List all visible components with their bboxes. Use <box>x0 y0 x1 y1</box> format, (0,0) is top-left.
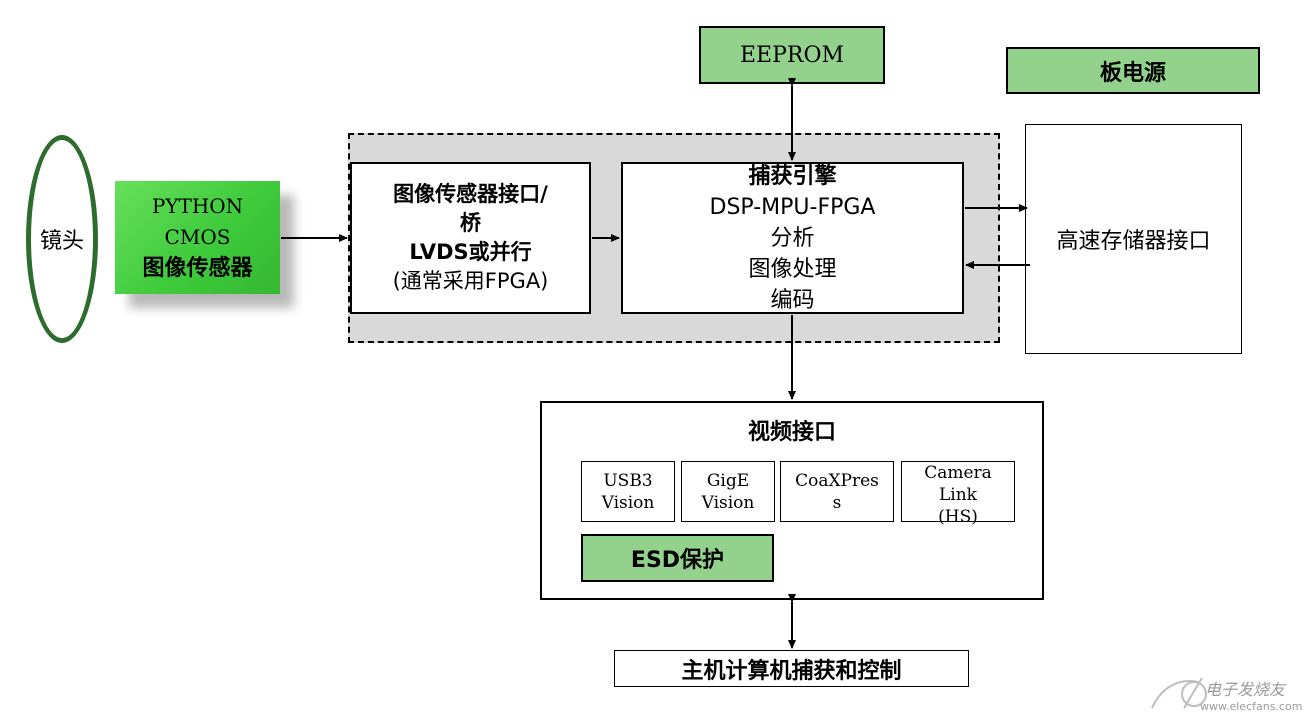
usb3-line-1: USB3 <box>603 470 653 491</box>
camera-link-line-1: Camera <box>924 463 992 483</box>
engine-line-1: 捕获引擎 <box>748 163 837 189</box>
cmos-sensor-block: PYTHON CMOS 图像传感器 <box>115 181 280 294</box>
sensor-line-1: PYTHON <box>151 194 244 218</box>
capture-engine-block: 捕获引擎 DSP-MPU-FPGA 分析 图像处理 编码 <box>621 162 964 314</box>
sensor-interface-line-2: 桥 <box>460 211 481 235</box>
sensor-line-2: CMOS <box>164 225 231 249</box>
camera-link-box: Camera Link (HS) <box>901 461 1015 527</box>
video-interface-title: 视频接口 <box>747 420 836 445</box>
watermark-text: 电子发烧友 <box>1205 680 1286 699</box>
camera-link-line-3: (HS) <box>938 507 978 527</box>
engine-line-4: 图像处理 <box>748 256 837 282</box>
gige-vision-box: GigE Vision <box>681 461 775 522</box>
board-power-block: 板电源 <box>1006 47 1260 94</box>
lens-ellipse: 镜头 <box>26 135 98 343</box>
engine-line-5: 编码 <box>770 287 815 313</box>
esd-label: ESD保护 <box>630 548 725 573</box>
elecfans-logo-icon <box>1151 677 1207 709</box>
storage-interface-label: 高速存储器接口 <box>1056 229 1211 254</box>
camera-link-line-2: Link <box>939 485 977 505</box>
sensor-line-3: 图像传感器 <box>142 256 253 281</box>
host-computer-block: 主机计算机捕获和控制 <box>614 650 969 687</box>
host-label: 主机计算机捕获和控制 <box>681 658 902 684</box>
coaxpress-line-1: CoaXPres <box>795 470 879 491</box>
coaxpress-line-2: s <box>832 492 842 513</box>
storage-interface-block: 高速存储器接口 <box>1025 124 1242 354</box>
engine-line-3: 分析 <box>770 225 815 251</box>
usb3-line-2: Vision <box>601 492 655 513</box>
sensor-interface-line-4: (通常采用FPGA) <box>392 269 549 293</box>
sensor-interface-block: 图像传感器接口/ 桥 LVDS或并行 (通常采用FPGA) <box>350 162 591 314</box>
esd-protection-block: ESD保护 <box>581 534 774 582</box>
gige-line-2: Vision <box>701 492 755 513</box>
lens-label: 镜头 <box>39 229 84 254</box>
usb3-vision-box: USB3 Vision <box>581 461 675 522</box>
eeprom-label: EEPROM <box>739 42 845 68</box>
eeprom-block: EEPROM <box>699 26 885 84</box>
sensor-interface-line-3: LVDS或并行 <box>409 240 532 264</box>
engine-line-2: DSP-MPU-FPGA <box>709 194 876 220</box>
coaxpress-box: CoaXPres s <box>780 461 894 522</box>
gige-line-1: GigE <box>706 470 750 491</box>
board-power-label: 板电源 <box>1099 60 1166 86</box>
watermark-url: www.elecfans.com <box>1200 700 1303 713</box>
sensor-interface-line-1: 图像传感器接口/ <box>393 182 548 206</box>
